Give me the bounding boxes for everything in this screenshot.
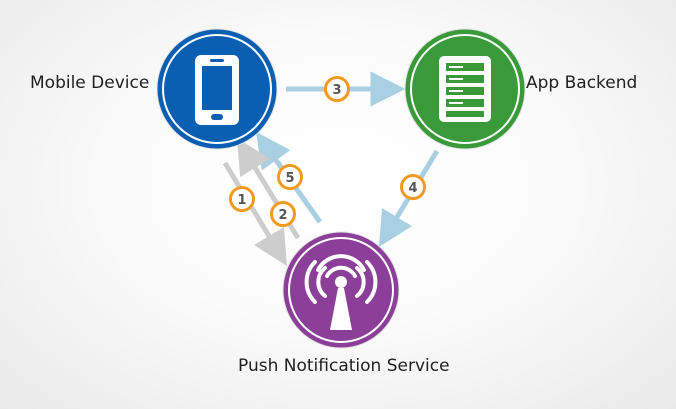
push-service-label: Push Notification Service (238, 356, 450, 376)
step-number-2: 2 (278, 208, 287, 223)
step-number-1: 1 (237, 193, 246, 208)
smartphone-icon (195, 55, 239, 125)
step-number-4: 4 (408, 181, 417, 196)
server-icon (439, 56, 491, 122)
step-badge-2: 2 (270, 201, 296, 227)
app-backend-label: App Backend (526, 73, 638, 93)
step-badge-3: 3 (324, 76, 350, 102)
step-badge-5: 5 (277, 164, 303, 190)
step-number-5: 5 (285, 171, 294, 186)
mobile-device-node (156, 28, 278, 150)
broadcast-antenna-icon (304, 254, 378, 330)
app-backend-node (404, 28, 526, 150)
push-service-node (282, 231, 400, 349)
mobile-device-label: Mobile Device (30, 73, 150, 93)
step-badge-1: 1 (229, 186, 255, 212)
step-number-3: 3 (332, 83, 341, 98)
step-badge-4: 4 (400, 174, 426, 200)
